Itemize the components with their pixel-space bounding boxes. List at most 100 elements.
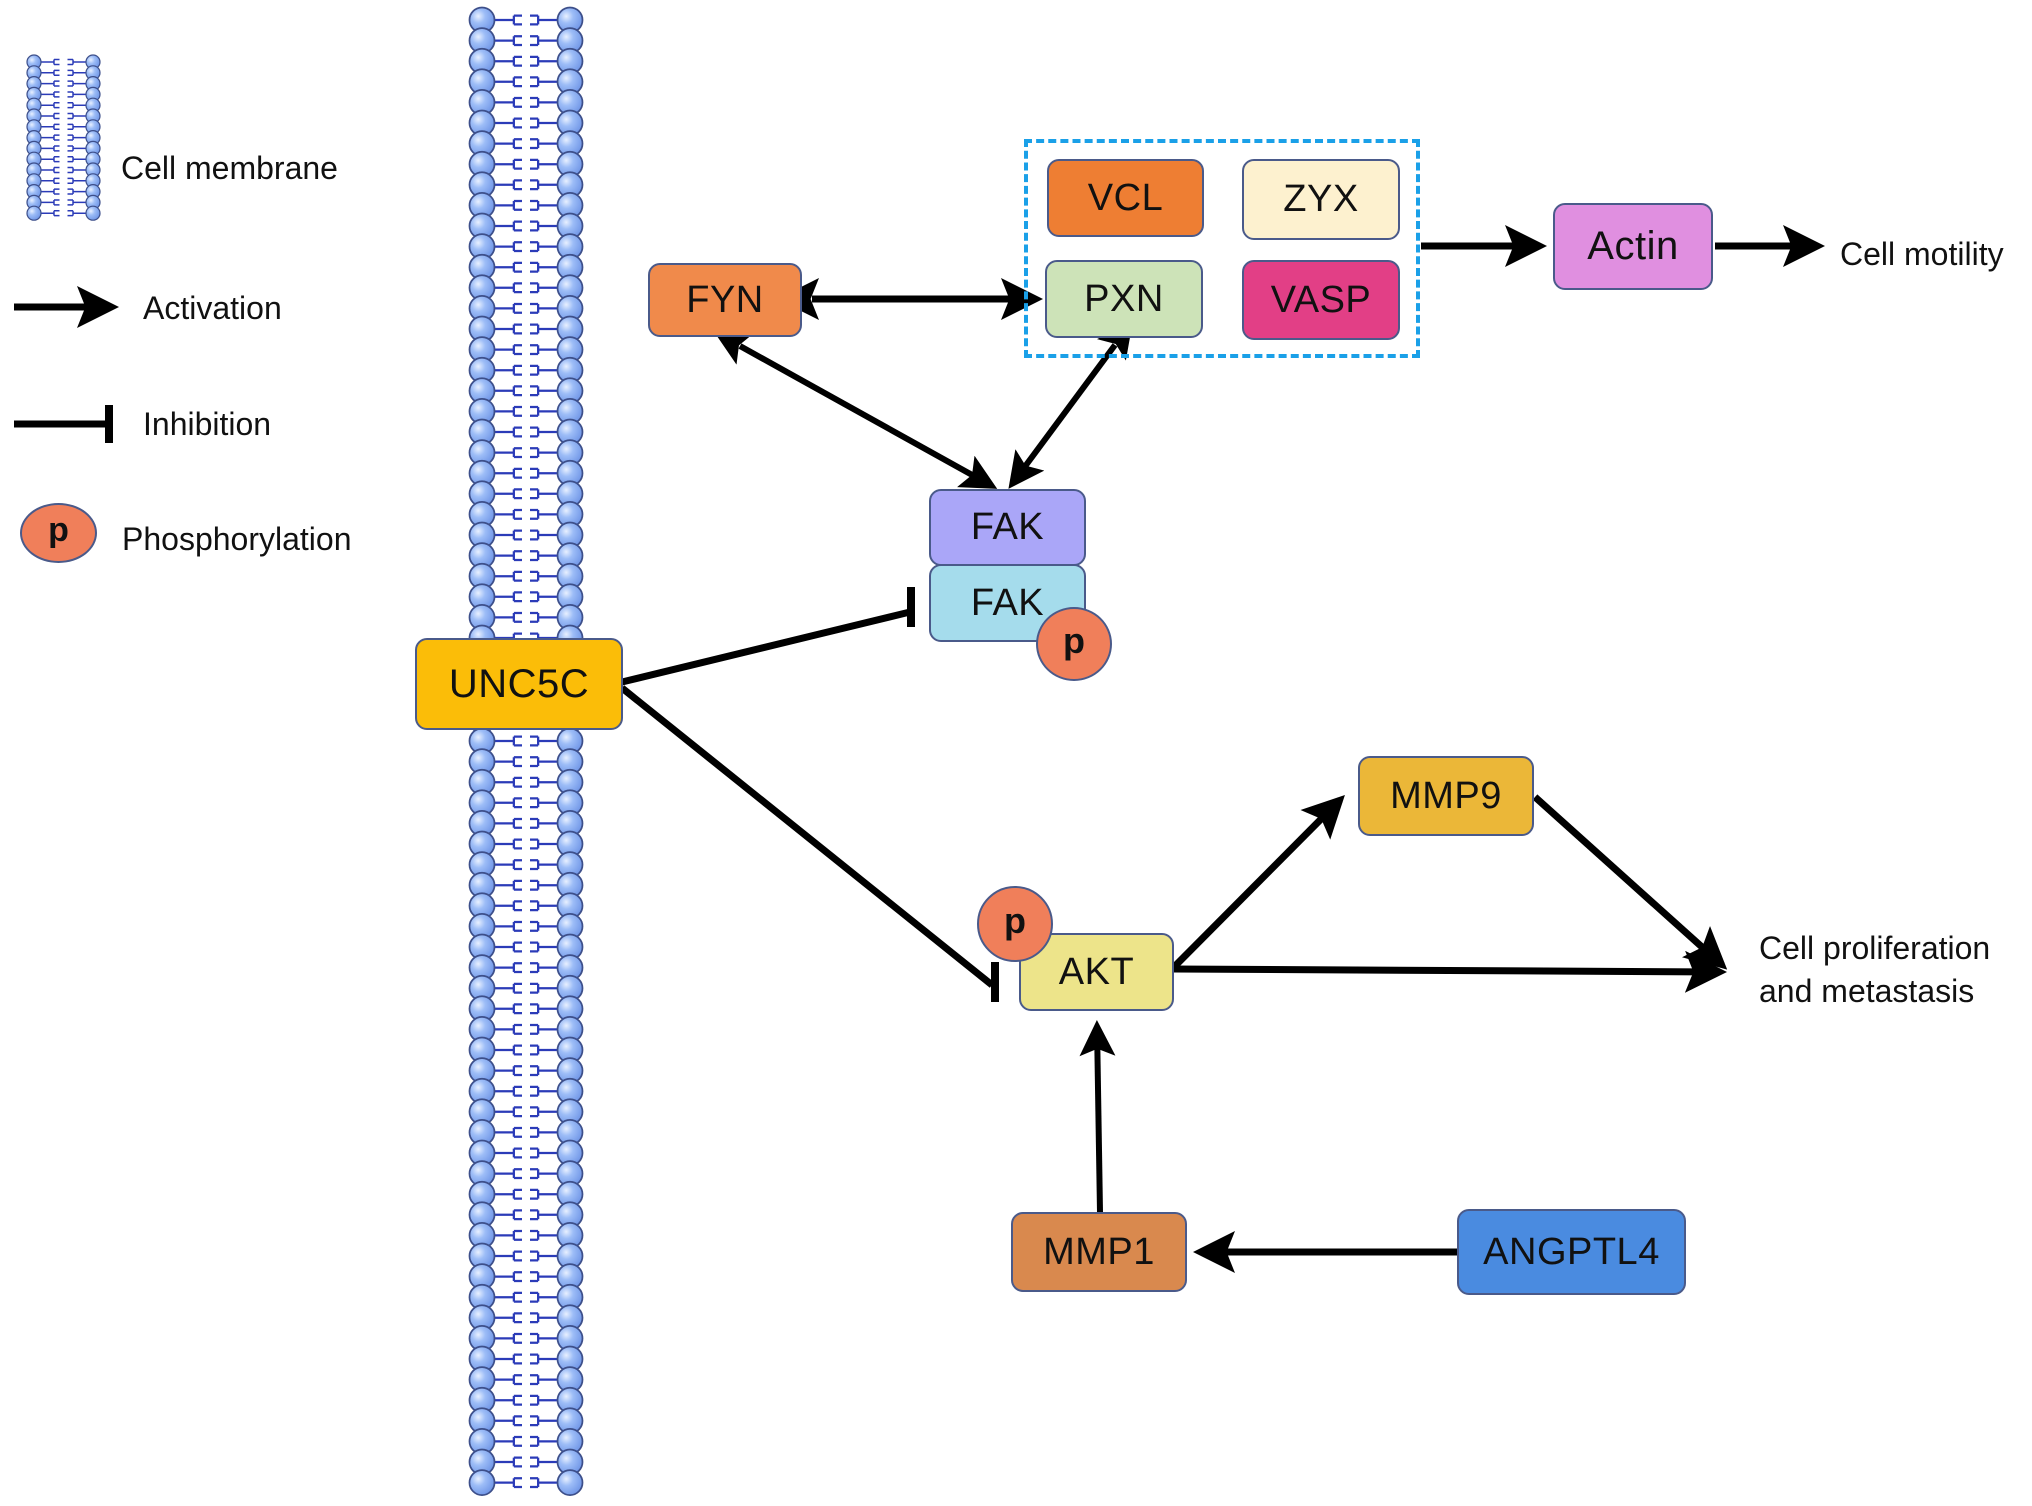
lipid-tail — [494, 138, 522, 150]
lipid-tail — [494, 385, 522, 397]
lipid-tail — [494, 982, 522, 994]
lipid-tail — [494, 364, 522, 376]
lipid-tail — [530, 302, 558, 314]
lipid-tail — [41, 145, 60, 152]
lipid-tail — [530, 900, 558, 912]
lipid-tail — [530, 550, 558, 562]
lipid-tail — [530, 282, 558, 294]
lipid-tail — [67, 102, 86, 109]
lipid-tail — [494, 735, 522, 747]
node-label: AKT — [1058, 950, 1135, 993]
lipid-tail — [41, 156, 60, 163]
lipid-tail — [530, 1229, 558, 1241]
lipid-tail — [530, 55, 558, 67]
node-fyn[interactable]: FYN — [648, 263, 802, 337]
lipid-tail — [494, 55, 522, 67]
lipid-tail — [530, 529, 558, 541]
lipid-tail — [530, 241, 558, 253]
lipid-tail — [41, 123, 60, 130]
lipid-tail — [494, 838, 522, 850]
phospho-akt-icon: p — [977, 886, 1053, 962]
lipid-tail — [530, 1394, 558, 1406]
node-label: Actin — [1587, 224, 1679, 268]
phospho-symbol: p — [1063, 620, 1085, 661]
lipid-tail — [530, 1291, 558, 1303]
edge-akt-proliferation — [1172, 950, 1727, 993]
node-akt[interactable]: AKT — [1019, 933, 1174, 1011]
lipid-tail — [530, 1003, 558, 1015]
lipid-tail — [530, 1435, 558, 1447]
lipid-tail — [67, 156, 86, 163]
node-label: PXN — [1084, 277, 1164, 320]
lipid-tail — [530, 1415, 558, 1427]
lipid-tail — [530, 344, 558, 356]
node-label: FAK — [970, 581, 1045, 624]
edge-unc5c-inhibits-fak — [621, 608, 911, 686]
phospho-symbol: p — [1004, 900, 1026, 941]
lipid-tail — [530, 385, 558, 397]
lipid-tail — [494, 344, 522, 356]
node-mmp9[interactable]: MMP9 — [1358, 756, 1534, 836]
lipid-tail — [530, 1374, 558, 1386]
lipid-tail — [494, 1106, 522, 1118]
lipid-tail — [530, 199, 558, 211]
lipid-tail — [530, 1250, 558, 1262]
lipid-tail — [41, 91, 60, 98]
node-label: ANGPTL4 — [1483, 1230, 1660, 1273]
lipid-tail — [494, 1188, 522, 1200]
lipid-tail — [530, 1147, 558, 1159]
lipid-tail — [494, 1291, 522, 1303]
lipid-tail — [67, 58, 86, 66]
lipid-tail — [67, 80, 86, 87]
lipid-tail — [530, 1106, 558, 1118]
lipid-tail — [494, 467, 522, 479]
lipid-tail — [530, 508, 558, 520]
lipid-tail — [530, 1312, 558, 1324]
lipid-tail — [67, 134, 86, 141]
lipid-tail — [41, 210, 60, 217]
lipid-tail — [494, 302, 522, 314]
node-vasp[interactable]: VASP — [1242, 260, 1400, 340]
lipid-tail — [530, 941, 558, 953]
lipid-tail — [494, 1168, 522, 1180]
lipid-tail — [494, 220, 522, 232]
edge-akt-mmp9 — [1170, 795, 1345, 971]
lipid-tail — [494, 14, 522, 26]
lipid-tail — [494, 1312, 522, 1324]
lipid-tail — [494, 900, 522, 912]
lipid-tail — [494, 158, 522, 170]
lipid-tail — [494, 817, 522, 829]
edges — [619, 225, 1825, 1273]
lipid-tail — [530, 117, 558, 129]
lipid-tail — [494, 323, 522, 335]
node-mmp1[interactable]: MMP1 — [1011, 1212, 1187, 1292]
lipid-tail — [530, 364, 558, 376]
node-pxn[interactable]: PXN — [1045, 260, 1203, 338]
phosphorylation-legend-icon: p — [20, 503, 97, 563]
lipid-tail — [494, 1065, 522, 1077]
node-zyx[interactable]: ZYX — [1242, 159, 1400, 240]
lipid-tail — [530, 776, 558, 788]
lipid-tail — [530, 1271, 558, 1283]
lipid-tail — [530, 1065, 558, 1077]
lipid-tail — [530, 1023, 558, 1035]
edge-unc5c-inhibits-akt — [619, 685, 995, 988]
node-vcl[interactable]: VCL — [1047, 159, 1204, 237]
legend-phosphorylation-label: Phosphorylation — [122, 521, 352, 557]
lipid-tail — [530, 14, 558, 26]
node-unc5c[interactable]: UNC5C — [415, 638, 623, 730]
lipid-tail — [494, 756, 522, 768]
lipid-head — [85, 205, 101, 221]
legend-membrane-label: Cell membrane — [121, 150, 338, 186]
lipid-tail — [494, 96, 522, 108]
lipid-tail — [530, 1044, 558, 1056]
lipid-tail — [41, 112, 60, 120]
lipid-tail — [494, 117, 522, 129]
lipid-tail — [530, 220, 558, 232]
lipid-tail — [67, 145, 86, 152]
node-angptl4[interactable]: ANGPTL4 — [1457, 1209, 1686, 1295]
node-fak[interactable]: FAK — [929, 489, 1086, 566]
node-actin[interactable]: Actin — [1553, 203, 1713, 290]
lipid-tail — [530, 426, 558, 438]
lipid-tail — [494, 611, 522, 623]
